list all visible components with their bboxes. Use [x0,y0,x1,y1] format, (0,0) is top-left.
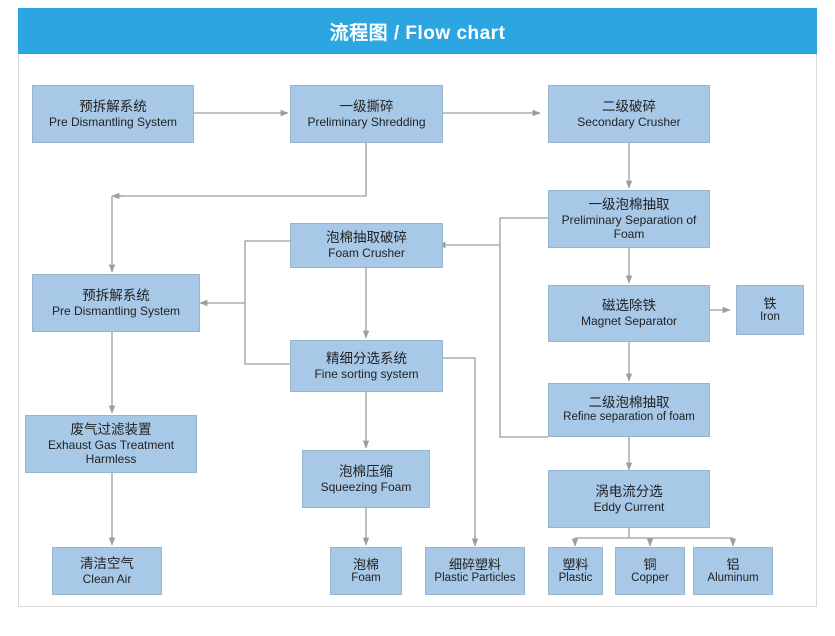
node-label-cn: 预拆解系统 [79,98,147,114]
node-label-cn: 精细分选系统 [326,350,407,366]
node-preliminary-separation-of-foam[interactable]: 一级泡棉抽取 Preliminary Separation of Foam [548,190,710,248]
node-label-cn: 塑料 [562,556,589,572]
node-label-en: Preliminary Separation of Foam [561,212,697,241]
node-preliminary-shredding[interactable]: 一级撕碎 Preliminary Shredding [290,85,443,143]
node-label-cn: 清洁空气 [80,555,134,571]
node-label-cn: 铝 [726,556,740,572]
node-eddy-current[interactable]: 涡电流分选 Eddy Current [548,470,710,528]
node-label-cn: 泡棉压缩 [339,463,393,479]
node-label-cn: 磁选除铁 [602,298,656,314]
node-label-en: Magnet Separator [580,314,678,329]
node-label-en: Refine separation of foam [563,411,695,424]
page-header: 流程图 / Flow chart [18,8,817,54]
node-label-cn: 泡棉 [352,556,379,572]
node-pre-dismantling-system-2[interactable]: 预拆解系统 Pre Dismantling System [32,274,200,332]
node-label-cn: 二级泡棉抽取 [588,395,670,411]
node-copper[interactable]: 铜 Copper [615,547,685,595]
node-label-en: Squeezing Foam [320,479,412,494]
node-label-cn: 泡棉抽取破碎 [326,230,407,246]
node-label-en: Iron [760,310,780,323]
node-label-en: Eddy Current [593,499,665,514]
node-label-en: Clean Air [82,571,132,586]
node-label-cn: 预拆解系统 [82,287,150,303]
node-label-en: Foam Crusher [328,246,405,261]
node-label-en: Pre Dismantling System [48,114,178,129]
node-label-en: Secondary Crusher [577,114,681,129]
node-label-en: Pre Dismantling System [51,303,181,318]
node-label-en: Plastic Particles [434,571,516,584]
node-exhaust-gas-treatment[interactable]: 废气过滤装置 Exhaust Gas Treatment Harmless [25,415,197,473]
node-plastic-particles[interactable]: 细碎塑料 Plastic Particles [425,547,525,595]
node-clean-air[interactable]: 清洁空气 Clean Air [52,547,162,595]
node-label-en: Aluminum [707,571,759,584]
node-pre-dismantling-system-1[interactable]: 预拆解系统 Pre Dismantling System [32,85,194,143]
node-aluminum[interactable]: 铝 Aluminum [693,547,773,595]
node-label-en: Exhaust Gas Treatment Harmless [47,437,175,466]
node-label-cn: 废气过滤装置 [70,421,152,437]
node-label-en: Copper [631,571,669,584]
node-iron[interactable]: 铁 Iron [736,285,804,335]
node-foam[interactable]: 泡棉 Foam [330,547,402,595]
node-label-en: Foam [351,571,381,584]
node-label-cn: 涡电流分选 [595,483,663,499]
node-refine-separation-of-foam[interactable]: 二级泡棉抽取 Refine separation of foam [548,383,710,437]
node-plastic[interactable]: 塑料 Plastic [548,547,603,595]
node-label-cn: 铁 [763,295,777,311]
node-label-cn: 一级撕碎 [339,98,394,114]
node-secondary-crusher[interactable]: 二级破碎 Secondary Crusher [548,85,710,143]
page-title: 流程图 / Flow chart [329,22,506,44]
node-squeezing-foam[interactable]: 泡棉压缩 Squeezing Foam [302,450,430,508]
node-label-cn: 细碎塑料 [448,556,501,572]
node-foam-crusher[interactable]: 泡棉抽取破碎 Foam Crusher [290,223,443,268]
node-fine-sorting-system[interactable]: 精细分选系统 Fine sorting system [290,340,443,392]
node-label-cn: 二级破碎 [602,98,656,114]
node-label-cn: 一级泡棉抽取 [588,196,670,212]
node-label-en: Fine sorting system [314,366,419,381]
node-magnet-separator[interactable]: 磁选除铁 Magnet Separator [548,285,710,342]
node-label-cn: 铜 [643,556,657,572]
node-label-en: Preliminary Shredding [307,114,426,129]
node-label-en: Plastic [558,571,593,584]
